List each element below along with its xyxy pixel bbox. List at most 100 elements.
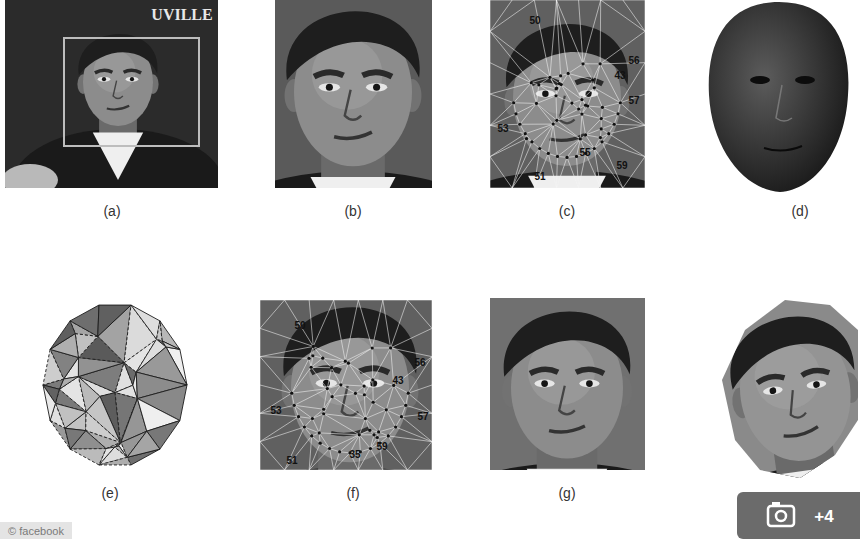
illustration-part xyxy=(490,0,645,188)
photo-count-badge xyxy=(737,492,860,539)
landmark-number: 59 xyxy=(376,441,387,452)
illustration-part xyxy=(616,112,619,115)
illustration-part xyxy=(527,469,608,470)
landmark-number: 50 xyxy=(294,320,305,331)
landmark-number: 56 xyxy=(628,55,639,66)
illustration-part xyxy=(576,80,603,84)
illustration-part xyxy=(613,123,616,126)
illustration-part xyxy=(525,137,528,140)
illustration-part xyxy=(321,357,324,360)
illustration-part xyxy=(303,425,306,428)
illustration-part xyxy=(99,457,131,465)
illustration-part xyxy=(542,90,548,96)
landmark-number: 50 xyxy=(529,15,540,26)
illustration-part xyxy=(319,442,322,445)
illustration-part xyxy=(806,379,827,389)
illustration-part xyxy=(567,72,570,75)
illustration-part xyxy=(535,102,538,105)
illustration-part xyxy=(547,152,550,155)
illustration-part xyxy=(372,401,375,404)
illustration-part xyxy=(70,449,106,465)
illustration-part xyxy=(600,140,603,143)
illustration-part xyxy=(764,146,802,151)
illustration-part xyxy=(311,177,396,188)
illustration-part xyxy=(156,321,162,341)
panel-label: (b) xyxy=(344,204,361,219)
illustration-part xyxy=(554,94,557,97)
illustration-part xyxy=(43,385,55,421)
illustration-part xyxy=(310,366,313,369)
illustration-part xyxy=(579,380,599,388)
illustration-part xyxy=(548,76,551,79)
illustration-part xyxy=(504,311,631,376)
illustration-part xyxy=(490,298,645,470)
illustration-part xyxy=(577,107,580,110)
illustration-part xyxy=(162,341,180,349)
illustration-part xyxy=(50,321,75,350)
illustration-part xyxy=(772,502,780,506)
illustration-part xyxy=(339,383,342,386)
illustration-part xyxy=(311,368,341,372)
illustration-part xyxy=(769,387,776,394)
landmark-number: 57 xyxy=(628,95,639,106)
illustration-part xyxy=(260,300,432,470)
illustration-part xyxy=(387,434,390,437)
illustration-part xyxy=(490,0,645,188)
illustration-part xyxy=(783,427,819,438)
illustration-part xyxy=(371,378,374,381)
panel-label: (d) xyxy=(791,204,808,219)
illustration-part xyxy=(593,86,596,89)
illustration-part xyxy=(518,123,521,126)
landmark-number: 56 xyxy=(414,357,425,368)
illustration-part xyxy=(354,392,357,395)
illustration-part xyxy=(98,77,111,82)
illustration-part xyxy=(75,334,98,358)
sign-text: UVILLE xyxy=(151,6,212,24)
illustration-part xyxy=(364,417,367,420)
illustration-part xyxy=(535,380,555,388)
illustration-part xyxy=(559,386,575,415)
illustration-part xyxy=(795,76,815,84)
illustration-part xyxy=(768,506,794,526)
illustration-part xyxy=(93,132,143,180)
photo-panel xyxy=(275,0,432,188)
landmark-panel xyxy=(490,0,645,188)
illustration-part xyxy=(347,362,350,365)
illustration-part xyxy=(514,112,517,115)
illustration-part xyxy=(723,309,855,390)
illustration-part xyxy=(344,360,347,363)
panel-label: (g) xyxy=(558,486,575,501)
illustration-part xyxy=(286,11,419,80)
illustration-part xyxy=(314,72,344,76)
illustration-part xyxy=(113,81,123,99)
illustration-part xyxy=(607,132,610,135)
landmark-number: 53 xyxy=(497,123,508,134)
illustration-part xyxy=(541,380,548,387)
illustration-part xyxy=(376,436,379,439)
illustration-part xyxy=(330,366,333,369)
illustration-part xyxy=(328,447,331,450)
illustration-part xyxy=(530,81,533,84)
illustration-part xyxy=(65,428,86,449)
illustration-part xyxy=(558,82,561,85)
illustration-part xyxy=(584,133,587,136)
illustration-part xyxy=(506,24,628,87)
illustration-part xyxy=(366,83,387,91)
illustration-part xyxy=(131,305,160,339)
face-model xyxy=(709,2,849,192)
illustration-part xyxy=(322,412,325,415)
photo-panel xyxy=(490,298,645,470)
illustration-part xyxy=(776,511,786,521)
illustration-part xyxy=(275,0,432,188)
illustration-part xyxy=(580,98,583,101)
illustration-part xyxy=(311,354,314,357)
illustration-part xyxy=(555,87,558,90)
illustration-part xyxy=(593,147,596,150)
illustration-part xyxy=(95,70,113,73)
illustration-part xyxy=(737,492,860,539)
illustration-part xyxy=(369,447,372,450)
illustration-part xyxy=(107,106,129,110)
landmark-number: 51 xyxy=(286,455,297,466)
illustration-part xyxy=(601,106,604,109)
